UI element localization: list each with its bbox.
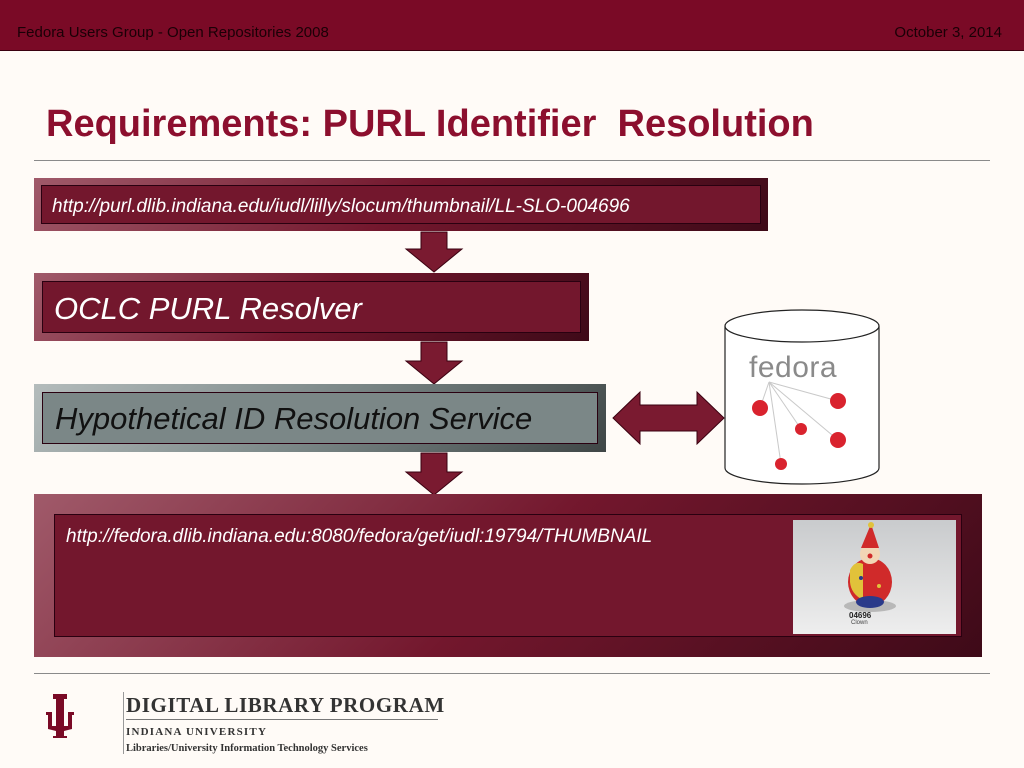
logo-university: INDIANA UNIVERSITY (126, 726, 268, 738)
header-bar: Fedora Users Group - Open Repositories 2… (0, 0, 1024, 51)
logo-department: Libraries/University Information Technol… (126, 743, 368, 754)
fedora-repository-cylinder (724, 309, 880, 485)
thumbnail-tag-number: 04696 (849, 611, 872, 620)
title-divider (34, 160, 990, 161)
oclc-resolver-box: OCLC PURL Resolver (34, 273, 589, 341)
digital-library-program-logo: DIGITAL LIBRARY PROGRAM INDIANA UNIVERSI… (34, 686, 444, 758)
slide-title: Requirements: PURL Identifier Resolution (46, 103, 814, 145)
purl-url[interactable]: http://purl.dlib.indiana.edu/iudl/lilly/… (52, 196, 630, 217)
down-arrow-3 (404, 452, 464, 496)
footer-divider (34, 673, 990, 674)
header-date: October 3, 2014 (894, 24, 1002, 41)
logo-rule (126, 719, 438, 720)
fedora-logo-graphic (752, 381, 846, 470)
fedora-logo-text: fedora (749, 351, 838, 384)
clown-figure-image (793, 520, 956, 634)
logo-program-name: DIGITAL LIBRARY PROGRAM (126, 693, 445, 717)
header-event-title: Fedora Users Group - Open Repositories 2… (17, 24, 329, 41)
fedora-url[interactable]: http://fedora.dlib.indiana.edu:8080/fedo… (66, 526, 653, 547)
down-arrow-1 (404, 231, 464, 273)
thumbnail-image: 04696 Clown (793, 520, 956, 634)
id-resolution-service-box: Hypothetical ID Resolution Service (34, 384, 606, 452)
thumbnail-tag-label: Clown (851, 620, 868, 626)
iu-trident-icon (46, 694, 74, 738)
logo-separator (123, 692, 124, 754)
id-resolution-service-label: Hypothetical ID Resolution Service (55, 401, 533, 436)
down-arrow-2 (404, 341, 464, 385)
purl-url-box: http://purl.dlib.indiana.edu/iudl/lilly/… (34, 178, 768, 231)
double-arrow (612, 390, 725, 446)
oclc-resolver-label: OCLC PURL Resolver (54, 291, 362, 326)
